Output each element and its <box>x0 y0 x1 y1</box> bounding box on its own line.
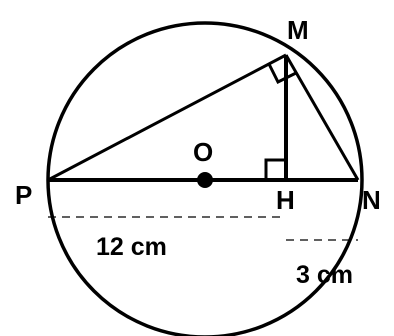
center-point-o <box>197 172 213 188</box>
chord-mn <box>284 54 360 181</box>
label-length-ph: 12 cm <box>96 233 167 261</box>
label-point-m: M <box>287 15 309 45</box>
right-angle-marker-h <box>264 158 286 180</box>
label-point-o: O <box>193 137 213 167</box>
label-length-hn: 3 cm <box>296 261 353 289</box>
chord-pm <box>47 53 287 182</box>
label-point-p: P <box>15 180 32 210</box>
label-point-n: N <box>362 185 381 215</box>
label-point-h: H <box>276 185 295 215</box>
right-angle-marker-m <box>267 63 297 85</box>
